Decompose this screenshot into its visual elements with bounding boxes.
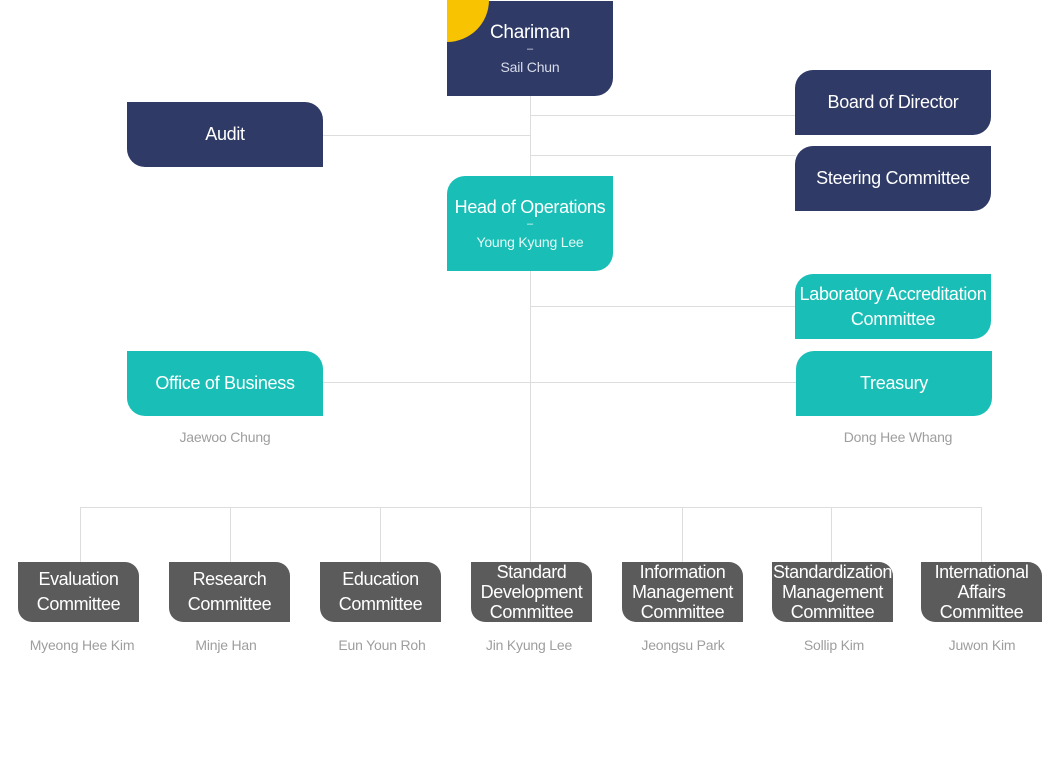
board-box[interactable]: Board of Director (795, 70, 991, 135)
office-label: Office of Business (155, 373, 295, 394)
committee-research[interactable]: Research Committee (169, 562, 290, 622)
board-label: Board of Director (827, 92, 959, 113)
committee-label: Research Committee (187, 569, 272, 614)
committee-person: Juwon Kim (948, 637, 1016, 653)
committee-person: Sollip Kim (803, 637, 865, 653)
committee-person: Jin Kyung Lee (485, 637, 573, 653)
committee-label: Education Committee (338, 569, 423, 614)
treasury-label: Treasury (860, 373, 928, 394)
committee-information-management[interactable]: Information Management Committee (622, 562, 743, 622)
treasury-person: Dong Hee Whang (843, 429, 953, 445)
committee-label: Evaluation Committee (36, 569, 121, 614)
committee-standard-development[interactable]: Standard Development Committee (471, 562, 592, 622)
steering-label: Steering Committee (816, 168, 970, 189)
head-of-operations-box[interactable]: Head of Operations – Young Kyung Lee (447, 176, 613, 271)
head-separator: – (526, 217, 534, 230)
committee-evaluation[interactable]: Evaluation Committee (18, 562, 139, 622)
committee-education[interactable]: Education Committee (320, 562, 441, 622)
chairman-title: Chariman (490, 21, 570, 43)
lab-label: Laboratory Accreditation Committee (799, 283, 987, 329)
committee-person: Eun Youn Roh (338, 637, 426, 653)
committee-label: International Affairs Committee (934, 562, 1029, 622)
committee-label: Standard Development Committee (480, 562, 583, 622)
committee-international-affairs[interactable]: International Affairs Committee (921, 562, 1042, 622)
audit-label: Audit (205, 124, 245, 145)
committee-person: Myeong Hee Kim (29, 637, 135, 653)
head-name: Young Kyung Lee (476, 233, 584, 250)
committee-standardization-management[interactable]: Standardization Management Committee (772, 562, 893, 622)
office-person: Jaewoo Chung (179, 429, 271, 445)
committee-person: Minje Han (195, 637, 257, 653)
committee-label: Standardization Management Committee (772, 562, 893, 622)
committee-person: Jeongsu Park (641, 637, 725, 653)
committee-label: Information Management Committee (631, 562, 734, 622)
lab-accreditation-box[interactable]: Laboratory Accreditation Committee (795, 274, 991, 339)
treasury-box[interactable]: Treasury (796, 351, 992, 416)
steering-box[interactable]: Steering Committee (795, 146, 991, 211)
head-title: Head of Operations (454, 197, 606, 218)
audit-box[interactable]: Audit (127, 102, 323, 167)
chairman-name: Sail Chun (500, 59, 560, 76)
office-of-business-box[interactable]: Office of Business (127, 351, 323, 416)
chairman-separator: – (526, 43, 534, 56)
